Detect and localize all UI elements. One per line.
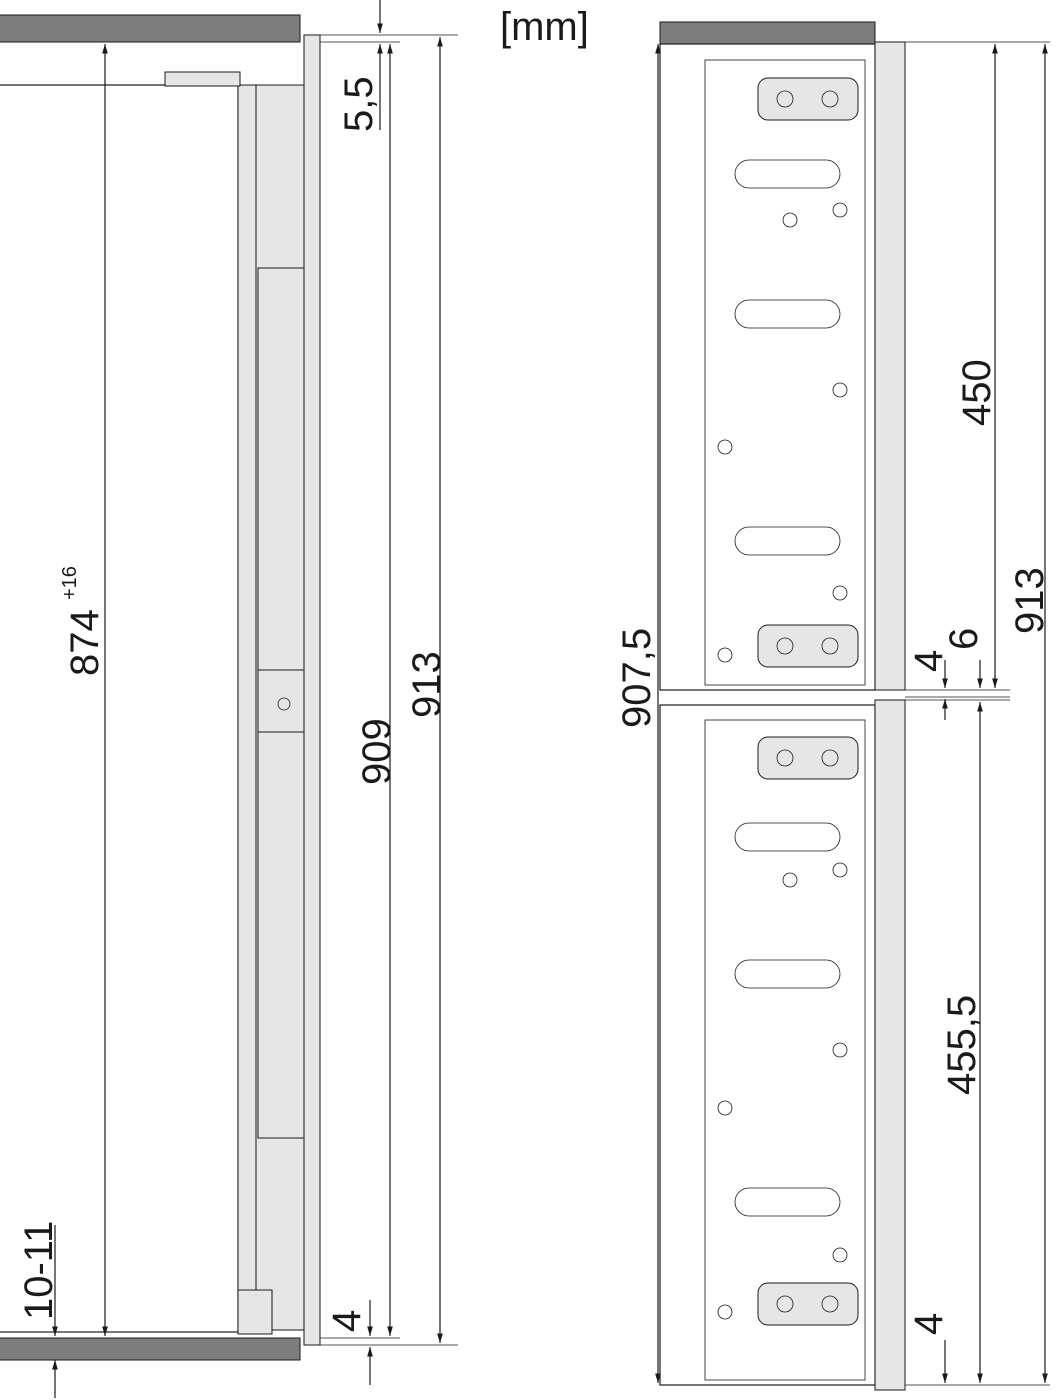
dim-gap: 4: [907, 650, 951, 672]
dim-front-height: 907,5: [615, 628, 659, 728]
dim-bottom-gap: 4: [907, 1313, 951, 1335]
upper-drawer-details: [704, 59, 866, 686]
upper-front-edge: [874, 41, 906, 691]
dim-opening-tolerance: +16: [59, 566, 81, 600]
dim-total-height: 913: [405, 651, 449, 718]
lower-drawer: [659, 704, 876, 1386]
dim-total-height: 913: [1008, 567, 1052, 634]
top-shelf: [0, 14, 301, 43]
connector-bracket: [257, 669, 307, 733]
dim-gap-offset: 6: [942, 628, 986, 650]
dim-upper-front: 450: [955, 359, 999, 426]
bottom-hinge: [237, 1289, 273, 1335]
top-shelf: [659, 21, 876, 45]
dim-lower-front: 455,5: [940, 995, 984, 1095]
left-side-view: 5,5 909 913 874 +16 10-11 4: [0, 0, 458, 1398]
upper-drawer: [659, 43, 876, 691]
screw-icon: [277, 697, 291, 711]
lower-front-edge: [874, 699, 906, 1391]
dim-bottom-offset: 10-11: [17, 1221, 61, 1320]
drawer-slide: [237, 84, 257, 1333]
dim-top-gap: 5,5: [337, 76, 381, 132]
dim-inner-height: 909: [355, 718, 399, 785]
unit-label: [mm]: [500, 5, 589, 49]
right-front-view: 907,5 450 913 4 6 455,5 4: [615, 21, 1052, 1391]
dim-opening: 874: [63, 609, 107, 676]
top-hinge: [164, 71, 241, 87]
door-front: [303, 34, 321, 1346]
cabinet-side-panel: [0, 84, 239, 1333]
lower-drawer-details: [704, 719, 866, 1381]
dim-bottom-gap: 4: [325, 1310, 369, 1332]
bottom-shelf: [0, 1337, 301, 1361]
